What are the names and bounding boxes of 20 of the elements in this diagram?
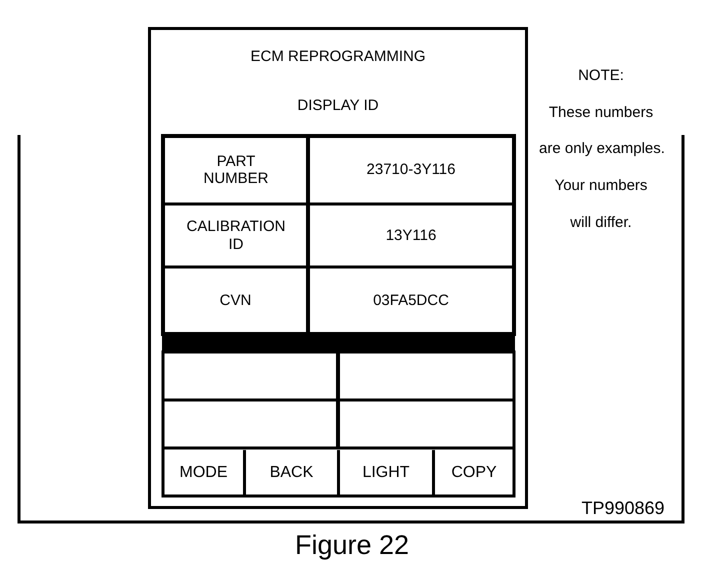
row-header: CALIBRATION ID — [186, 217, 286, 254]
figure-caption: Figure 22 — [294, 529, 410, 562]
cell-value: 03FA5DCC — [372, 290, 450, 311]
note-text: are only examples. — [538, 139, 666, 160]
soft-key: COPY — [435, 450, 513, 495]
cell-value: 23710-3Y116 — [366, 160, 456, 180]
note-text: Your numbers — [554, 176, 648, 196]
cell-value: 13Y116 — [384, 226, 438, 246]
screen-title: ECM REPROGRAMMING — [249, 47, 426, 68]
note-heading: NOTE: — [577, 66, 625, 86]
row-header: PART NUMBER — [202, 152, 270, 189]
note-text: These numbers — [548, 103, 654, 124]
soft-key: LIGHT — [340, 450, 435, 495]
soft-key: MODE — [164, 450, 246, 495]
figure-code: TP990869 — [580, 496, 666, 520]
row-header: CVN — [218, 290, 252, 311]
soft-key: BACK — [246, 450, 340, 495]
screen-heading: DISPLAY ID — [296, 96, 380, 116]
display-screen — [148, 27, 528, 509]
note-text: will differ. — [569, 213, 633, 234]
